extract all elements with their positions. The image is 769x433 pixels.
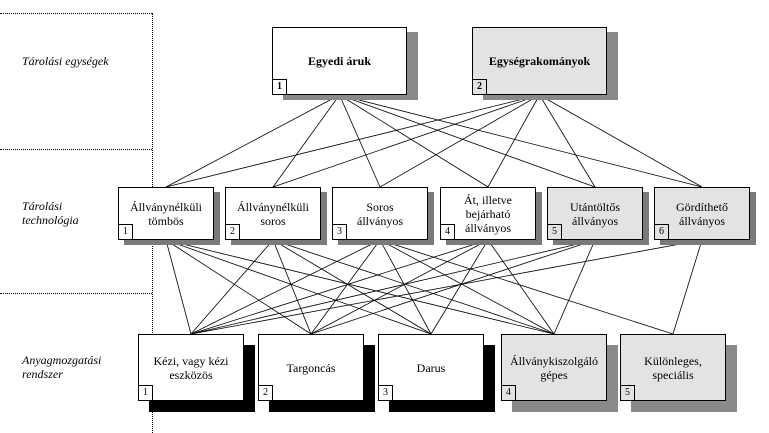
connection-line: [379, 239, 555, 335]
connection-line: [165, 239, 192, 335]
handling-label: Kézi, vagy kézi eszközös: [153, 353, 229, 382]
connection-line: [190, 239, 703, 335]
unit-number: 1: [273, 79, 287, 94]
handling-number: 5: [621, 385, 635, 400]
tech-box-block-no-rack: Állványnélküli tömbös 1: [118, 187, 214, 240]
handling-number: 3: [379, 385, 393, 400]
connection-line: [272, 94, 340, 188]
handling-label: Különleges, speciális: [644, 353, 702, 382]
tech-label: Állványnélküli soros: [237, 199, 309, 228]
connection-line: [339, 94, 489, 188]
tech-label: Állványnélküli tömbös: [130, 199, 202, 228]
connection-line: [310, 239, 596, 335]
handling-number: 2: [259, 385, 273, 400]
connection-line: [379, 94, 540, 188]
tech-label: Utántöltős állványos: [570, 199, 620, 228]
handling-box-manual: Kézi, vagy kézi eszközös 1: [138, 334, 244, 401]
connection-line: [539, 94, 596, 188]
tech-number: 1: [119, 224, 133, 239]
connection-line: [272, 239, 312, 335]
connection-line: [539, 94, 703, 188]
connection-line: [672, 239, 703, 335]
handling-label: Targoncás: [286, 360, 336, 375]
handling-box-crane: Darus 3: [378, 334, 484, 401]
connection-line: [430, 239, 489, 335]
row-label-storage-technology: Tárolási technológia: [22, 199, 79, 227]
tech-label: Át, illetve bejárható állványos: [464, 192, 512, 235]
row-separator-2: [0, 293, 152, 294]
tech-number: 3: [333, 224, 347, 239]
tech-box-row-no-rack: Állványnélküli soros 2: [225, 187, 321, 240]
row-separator-top: [0, 13, 152, 14]
handling-number: 1: [139, 385, 153, 400]
connection-line: [165, 94, 540, 188]
connection-line: [339, 94, 381, 188]
handling-label: Állványkiszolgáló gépes: [510, 353, 598, 382]
tech-number: 4: [441, 224, 455, 239]
connection-line: [190, 239, 381, 335]
tech-box-drive-through-rack: Át, illetve bejárható állványos 4: [440, 187, 536, 240]
connection-line: [272, 239, 432, 335]
handling-box-special: Különleges, speciális 5: [620, 334, 726, 401]
tech-box-row-rack: Soros állványos 3: [332, 187, 428, 240]
connection-line: [339, 94, 596, 188]
tech-label: Gördíthető állványos: [676, 199, 728, 228]
tech-number: 2: [226, 224, 240, 239]
tech-label: Soros állványos: [357, 199, 403, 228]
connection-line: [190, 239, 274, 335]
unit-number: 2: [473, 79, 487, 94]
connection-line: [310, 239, 489, 335]
handling-label: Darus: [416, 360, 446, 375]
row-label-storage-units: Tárolási egységek: [22, 54, 109, 68]
connection-line: [190, 239, 489, 335]
unit-box-unit-loads: Egységrakományok 2: [472, 27, 607, 95]
tech-number: 6: [655, 224, 669, 239]
connection-line: [487, 239, 555, 335]
connection-line: [553, 239, 596, 335]
handling-box-forklift: Targoncás 2: [258, 334, 364, 401]
unit-label: Egyedi áruk: [307, 54, 371, 68]
connection-line: [272, 94, 540, 188]
connection-line: [165, 239, 432, 335]
handling-number: 4: [502, 385, 516, 400]
connection-line: [272, 239, 555, 335]
connection-line: [339, 94, 703, 188]
row-label-handling-system: Anyagmozgatási rendszer: [22, 353, 102, 381]
tech-number: 5: [548, 224, 562, 239]
connection-line: [165, 239, 555, 335]
row-separator-1: [0, 149, 152, 150]
connection-line: [487, 94, 540, 188]
connection-line: [190, 239, 596, 335]
connection-line: [165, 94, 340, 188]
unit-box-single-goods: Egyedi áruk 1: [272, 27, 407, 95]
connection-line: [379, 239, 674, 335]
handling-box-stacker-crane: Állványkiszolgáló gépes 4: [501, 334, 607, 401]
unit-label: Egységrakományok: [488, 54, 591, 68]
connection-line: [379, 239, 432, 335]
connection-line: [310, 239, 381, 335]
tech-box-refill-rack: Utántöltős állványos 5: [547, 187, 643, 240]
tech-box-mobile-rack: Gördíthető állványos 6: [654, 187, 750, 240]
connection-line: [165, 239, 312, 335]
